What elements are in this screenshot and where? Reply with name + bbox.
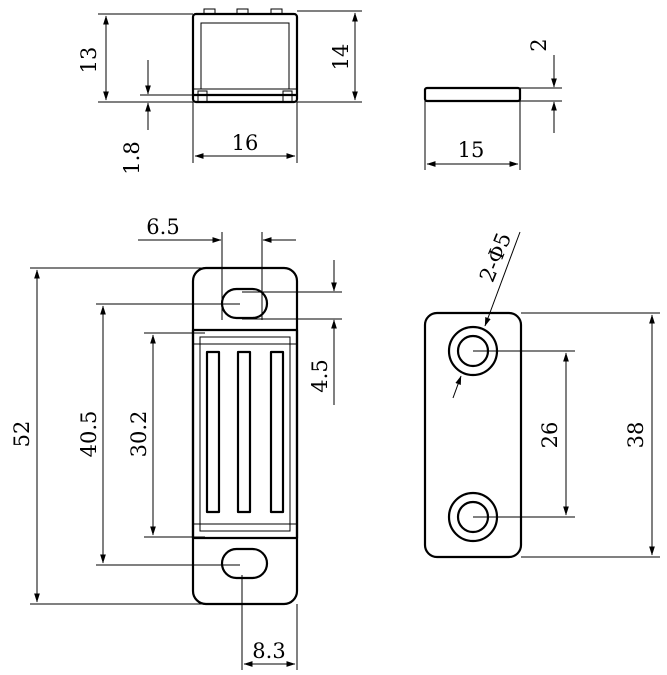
top-view-body — [191, 8, 299, 104]
dim-top-height: 13 — [77, 47, 101, 74]
top-view: 13 14 1.8 16 — [77, 8, 362, 175]
side-plate-dimensions: 2 15 — [424, 38, 562, 170]
front-view: 6.5 4.5 52 40.5 30.2 8. — [10, 215, 342, 670]
front-view-body — [191, 266, 299, 606]
magnet-strip — [269, 350, 285, 514]
dim-slot-height: 4.5 — [308, 359, 332, 392]
plate-front-view: 2-Φ5 26 38 — [423, 229, 660, 559]
plate-front-body — [423, 311, 523, 559]
hole-callout: 2-Φ5 — [475, 229, 516, 285]
side-plate-view: 2 15 — [423, 38, 562, 170]
front-view-dimensions: 6.5 4.5 52 40.5 30.2 8. — [10, 215, 342, 670]
bottom-slot — [220, 547, 269, 580]
dim-plate-total-length: 38 — [624, 422, 648, 449]
side-plate-body — [423, 86, 522, 103]
dim-plate-width: 15 — [458, 138, 485, 162]
dim-total-length: 52 — [10, 421, 34, 448]
top-view-dimensions: 13 14 1.8 16 — [77, 10, 362, 175]
dim-plate-hole-spacing: 26 — [538, 422, 562, 449]
dim-plate-thickness: 2 — [527, 38, 551, 51]
dim-hole-spacing: 40.5 — [77, 411, 101, 458]
dim-top-width: 16 — [232, 131, 259, 155]
dim-width: 8.3 — [252, 639, 285, 663]
dim-top-total-height: 14 — [329, 44, 353, 71]
dim-hole-offset: 6.5 — [146, 215, 179, 239]
dim-base-thickness: 1.8 — [120, 141, 144, 174]
magnet-strip — [205, 350, 221, 514]
magnet-strip — [236, 350, 252, 514]
dim-magnet-length: 30.2 — [127, 411, 151, 458]
